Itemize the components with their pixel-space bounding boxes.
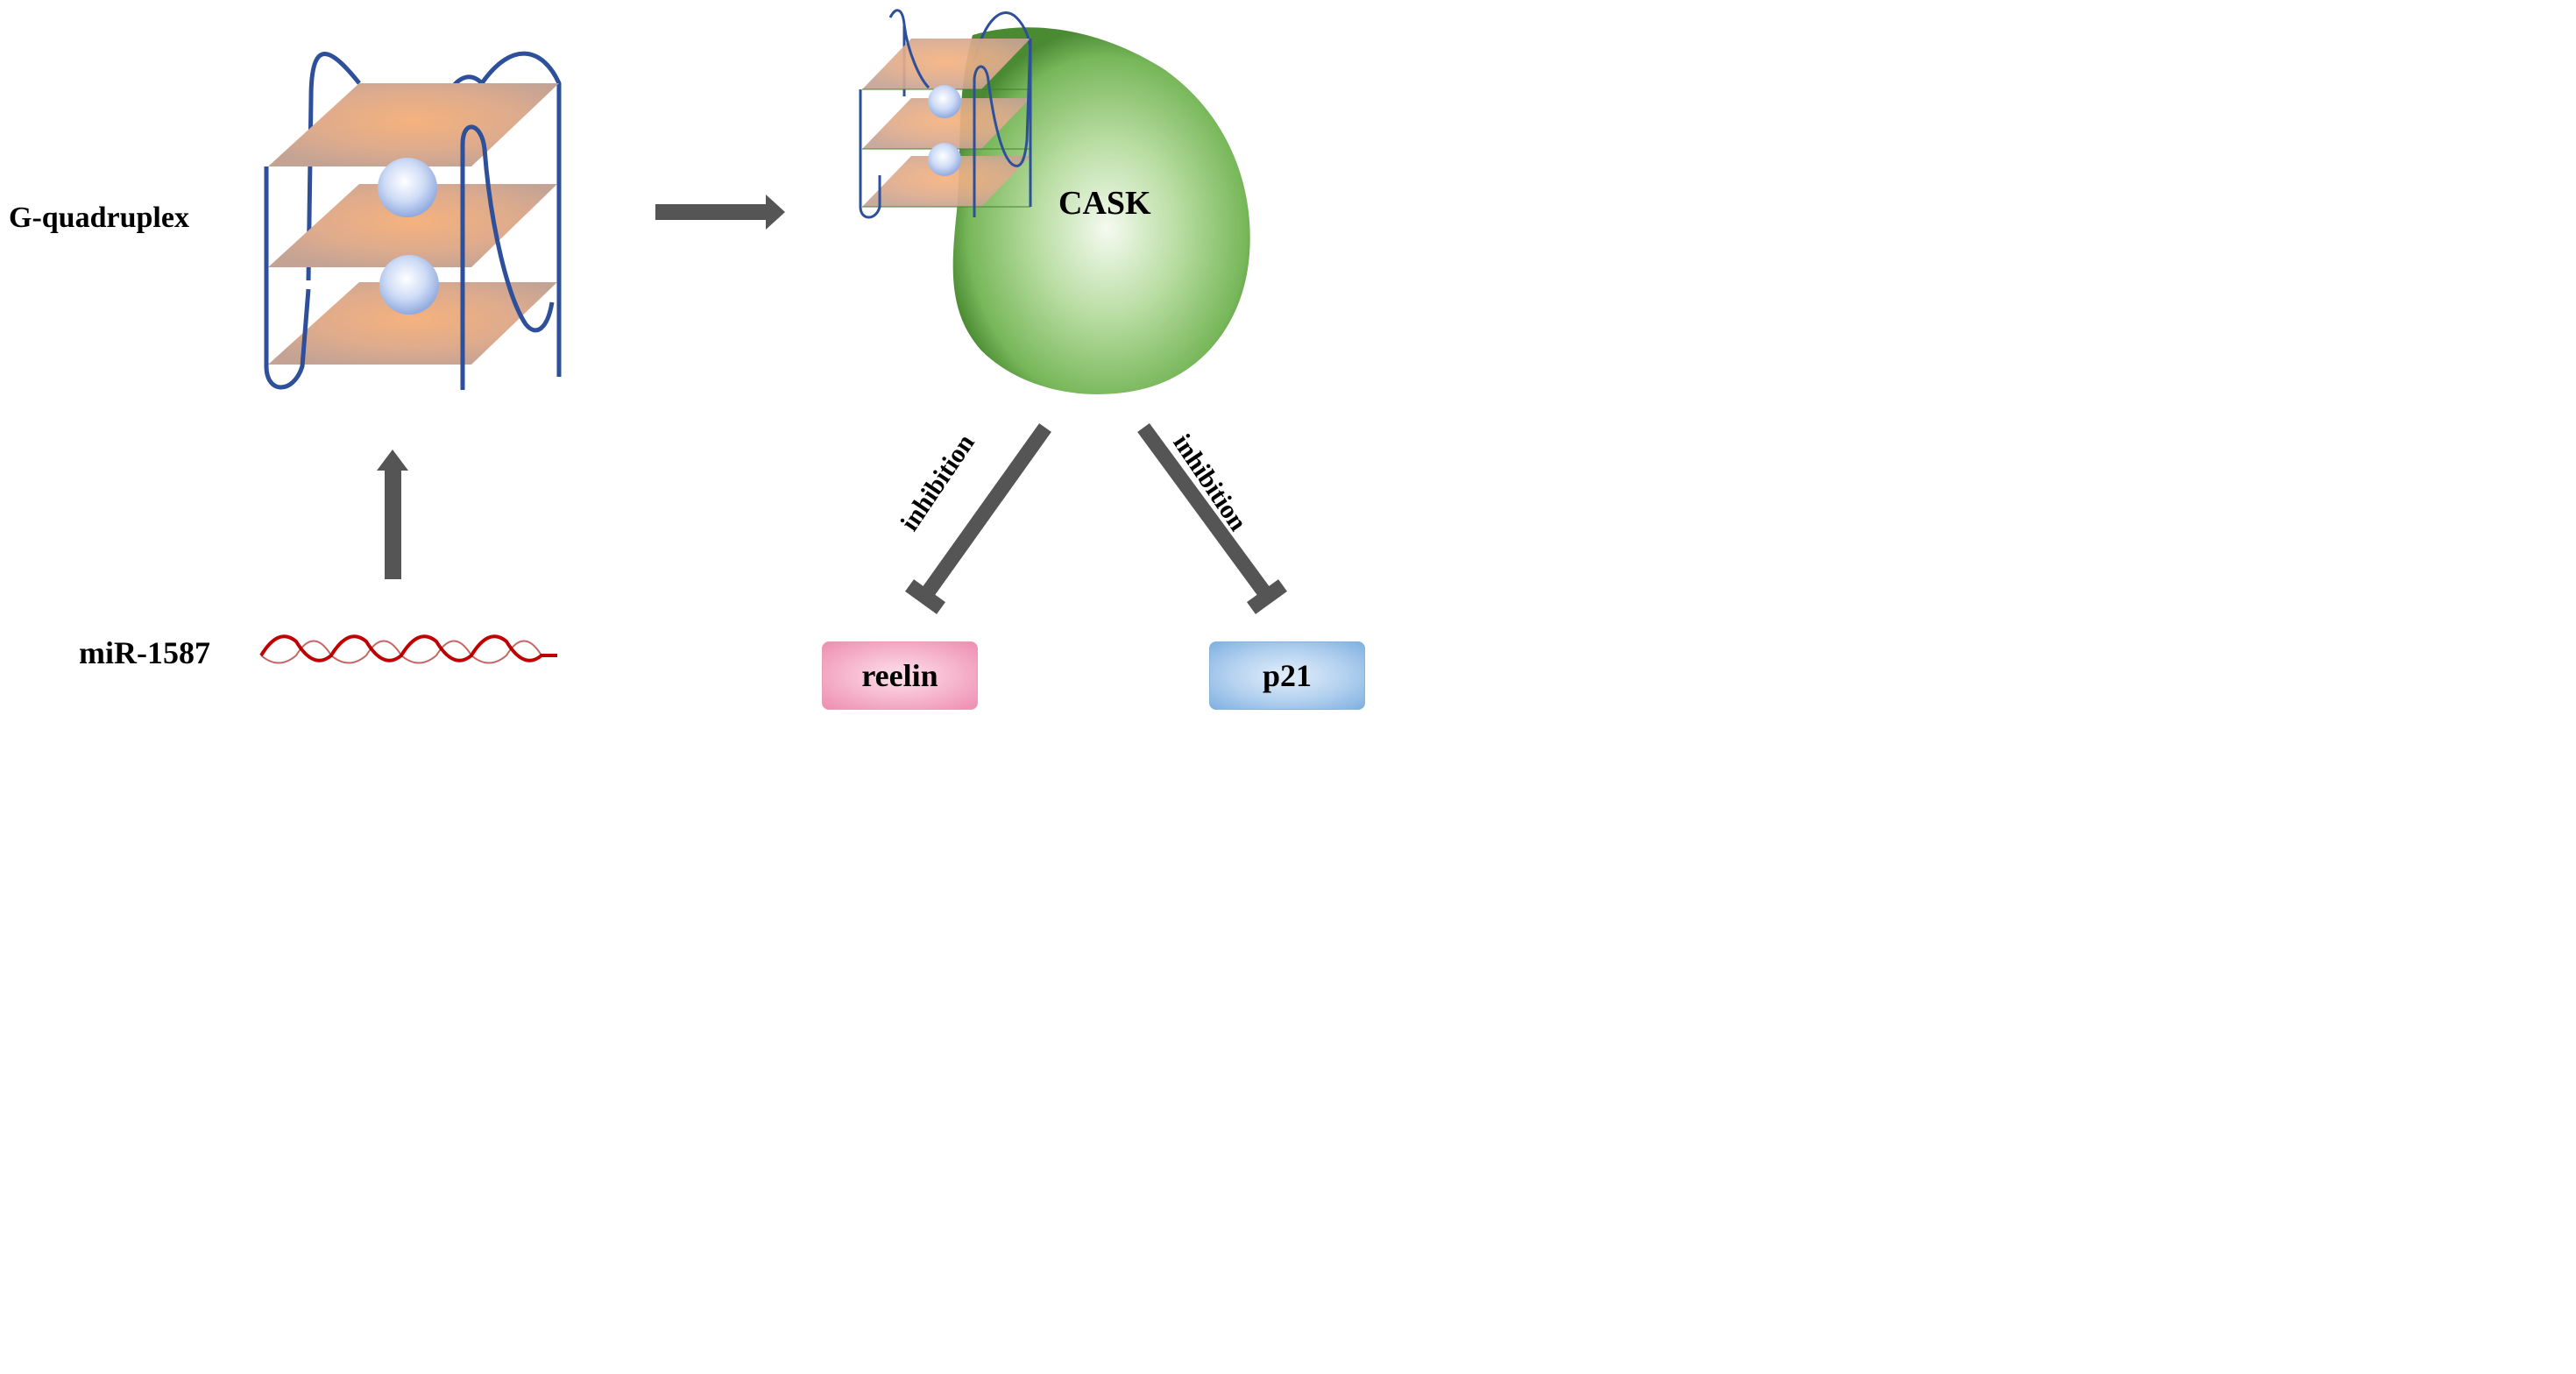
rna-wave-icon (259, 634, 557, 662)
rna-wave-shadow (260, 640, 542, 664)
cation-sphere (928, 85, 961, 118)
right-arrow-icon (655, 195, 785, 230)
inhibition-line-right (1137, 422, 1287, 614)
tetrad-plane-bottom (862, 156, 1030, 207)
pathway-diagram: G-quadruplex miR-1587 CASK inhibition in… (0, 0, 1374, 729)
cation-sphere (928, 143, 961, 176)
cation-sphere (378, 158, 437, 217)
mirna-label: miR-1587 (79, 635, 210, 670)
reelin-box: reelin (822, 641, 978, 710)
upward-arrow-icon (377, 450, 408, 579)
inhibition-line-left (905, 423, 1051, 614)
g-quadruplex-icon (264, 51, 562, 390)
tetrad-plane-middle (862, 98, 1030, 149)
g-quadruplex-label: G-quadruplex (9, 202, 189, 234)
p21-box: p21 (1209, 641, 1365, 710)
cation-sphere (379, 255, 439, 315)
p21-label: p21 (1262, 658, 1313, 693)
tetrad-plane-bottom (268, 282, 557, 365)
tetrad-plane-middle (268, 184, 557, 267)
reelin-label: reelin (861, 658, 938, 693)
cask-label: CASK (1058, 185, 1151, 222)
bound-g-quadruplex-icon (859, 9, 1032, 219)
diagram-canvas (259, 9, 1287, 664)
